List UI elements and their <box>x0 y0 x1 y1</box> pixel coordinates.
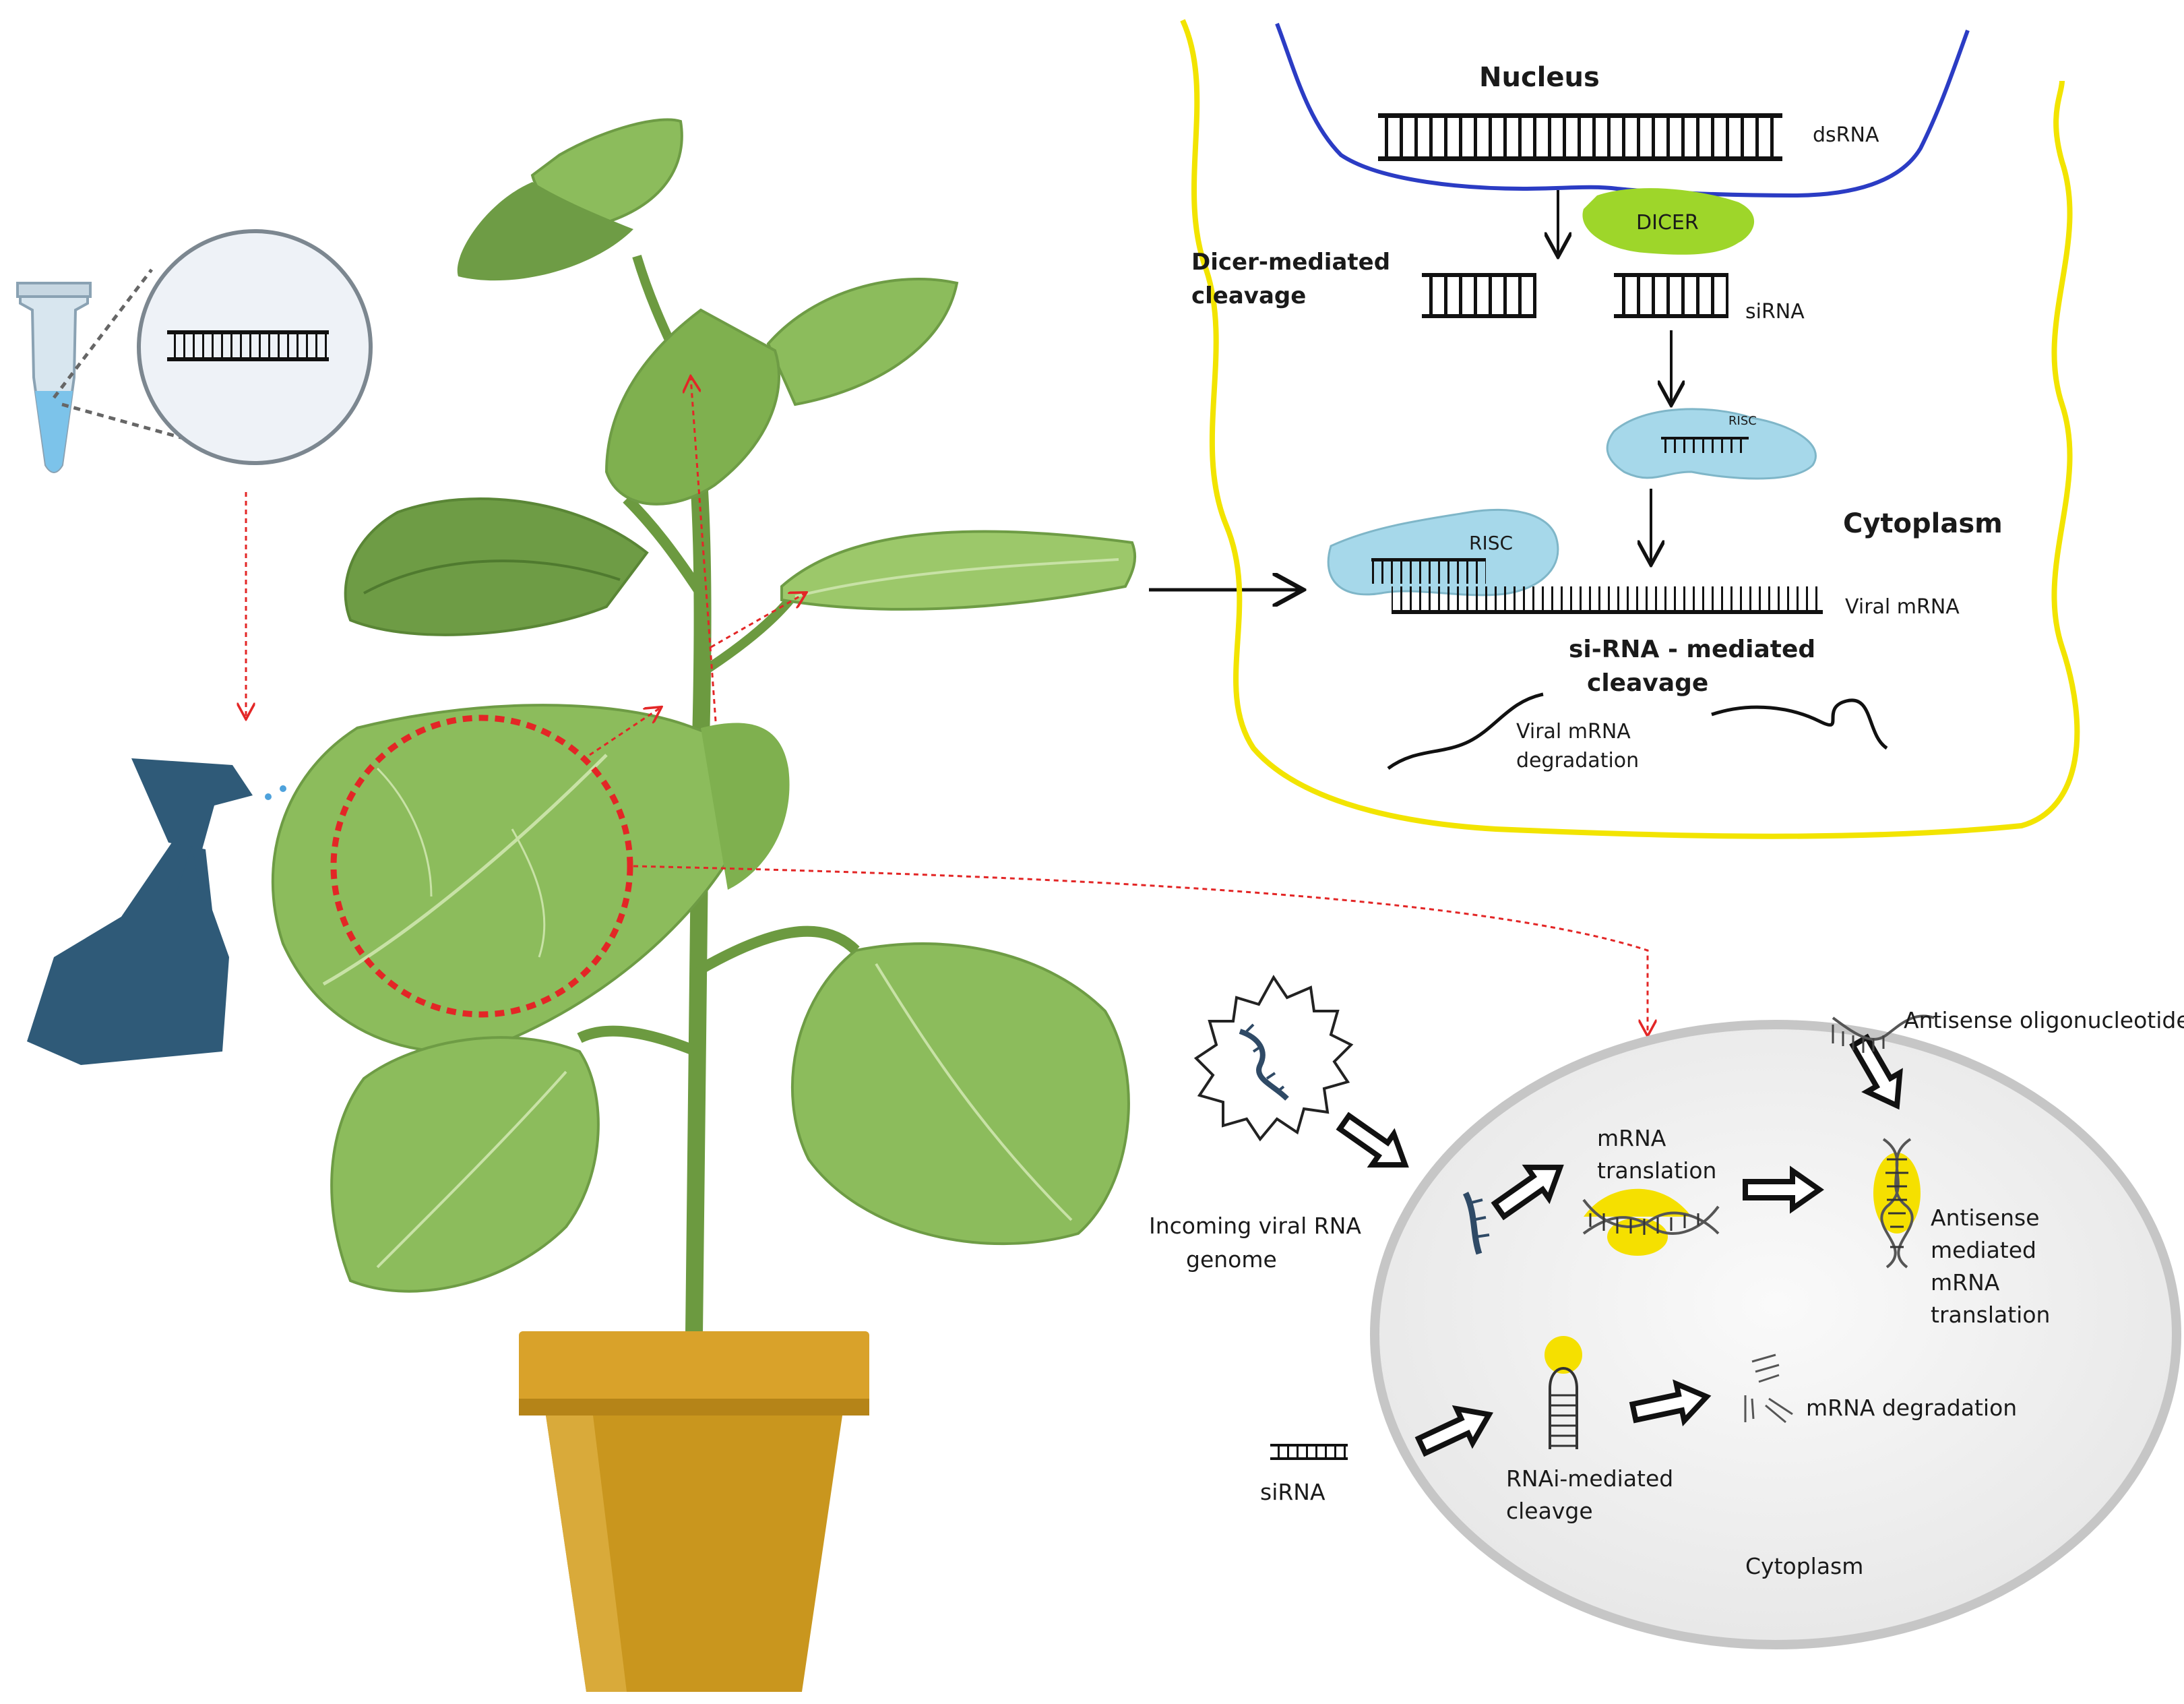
leaf-lower-left <box>330 1036 600 1293</box>
risc-large-label: RISC <box>1469 532 1513 554</box>
mrna-translation-label-2: translation <box>1597 1157 1716 1184</box>
leaf-left-mid <box>344 497 649 636</box>
mrna-translation-label-1: mRNA <box>1597 1125 1666 1151</box>
viral-mrna-strand <box>1392 586 1823 614</box>
risc-small-strand <box>1661 437 1749 453</box>
hollow-arrow-rna-to-translation <box>1491 1164 1564 1221</box>
dicer-cleavage-label-2: cleavage <box>1191 282 1306 309</box>
flower-pot <box>519 1331 869 1692</box>
risc-large-strand <box>1371 558 1486 584</box>
antisense-mediated-label-4: translation <box>1931 1302 2050 1328</box>
leaf-big-right <box>701 723 790 890</box>
leaf-big-sprayed <box>271 704 754 1054</box>
dsrna-ladder <box>1378 113 1782 161</box>
antisense-mediated-label-3: mRNA <box>1931 1269 2000 1296</box>
cytoplasm-label-top: Cytoplasm <box>1843 508 2003 539</box>
plant <box>271 118 1137 1335</box>
antisense-bound-helix <box>1873 1138 1921 1269</box>
cell-cytoplasm-ellipse <box>1370 1020 2181 1649</box>
degraded-mrna-left <box>1387 692 1544 770</box>
leaf-upper-right <box>766 278 959 406</box>
antisense-mediated-label-2: mediated <box>1931 1237 2036 1263</box>
magnifier <box>53 229 373 465</box>
risc-small-label: RISC <box>1728 414 1757 428</box>
hollow-arrow-sirna-to-rnai <box>1414 1405 1494 1457</box>
mrna-degradation-label: mRNA degradation <box>1806 1395 2017 1421</box>
cell-boundary <box>1180 19 2080 839</box>
hollow-arrow-virus-to-cell <box>1336 1112 1409 1168</box>
mrna-degradation-fragments <box>1744 1353 1793 1424</box>
sirna-small-ladder <box>1270 1444 1348 1460</box>
sample-tube <box>16 282 92 473</box>
ribosome-translation <box>1582 1188 1720 1256</box>
dsrna-label: dsRNA <box>1813 123 1879 147</box>
dicer-cleavage-label-1: Dicer-mediated <box>1191 249 1390 276</box>
viral-rna-fragment <box>1462 1191 1483 1255</box>
hollow-arrow-rnai-to-degradation <box>1629 1379 1712 1427</box>
rnai-label-1: RNAi-mediated <box>1506 1465 1673 1492</box>
rnai-hairpin <box>1545 1336 1582 1449</box>
dicer-shape <box>1582 188 1755 255</box>
leaf-lower-right <box>791 942 1130 1246</box>
antisense-oligo-label: Antisense oligonucleotide <box>1904 1007 2184 1033</box>
sirna-cleavage-label-1: si-RNA - mediated <box>1569 636 1815 663</box>
viral-mrna-label: Viral mRNA <box>1845 595 1960 619</box>
sirna-label-bottom: siRNA <box>1260 1479 1325 1505</box>
hollow-arrow-antisense-down <box>1849 1033 1903 1110</box>
hollow-arrow-translation-to-antisense <box>1743 1165 1824 1214</box>
incoming-viral-rna-label-2: genome <box>1186 1246 1277 1273</box>
sirna-label-top: siRNA <box>1745 300 1805 324</box>
red-dotted-arrow-to-right-leaf <box>710 593 805 648</box>
spray-bottle <box>27 758 253 1065</box>
antisense-mediated-label-1: Antisense <box>1931 1205 2040 1231</box>
nucleus-label: Nucleus <box>1479 62 1600 93</box>
nucleus-boundary <box>1275 22 1970 198</box>
sirna-fragment-left <box>1422 273 1536 318</box>
cytoplasm-label-bottom: Cytoplasm <box>1745 1553 1863 1579</box>
degradation-label-2: degradation <box>1516 749 1639 772</box>
incoming-viral-rna-label-1: Incoming viral RNA <box>1149 1213 1361 1239</box>
sirna-fragment-right <box>1614 273 1728 318</box>
leaf-center-top <box>604 308 780 506</box>
dicer-label: DICER <box>1636 211 1699 235</box>
red-dotted-focus-circle <box>330 714 633 1018</box>
rnai-label-2: cleavge <box>1506 1498 1593 1524</box>
red-dotted-arrow-to-upper-leaf <box>589 708 660 756</box>
antisense-oligo-strand <box>1832 1014 1935 1053</box>
virus-particle <box>1193 975 1354 1142</box>
red-dotted-arrow-to-cell <box>633 865 1648 1035</box>
degraded-mrna-right <box>1711 698 1888 750</box>
degradation-label-1: Viral mRNA <box>1516 720 1631 743</box>
sirna-cleavage-label-2: cleavage <box>1587 669 1708 697</box>
